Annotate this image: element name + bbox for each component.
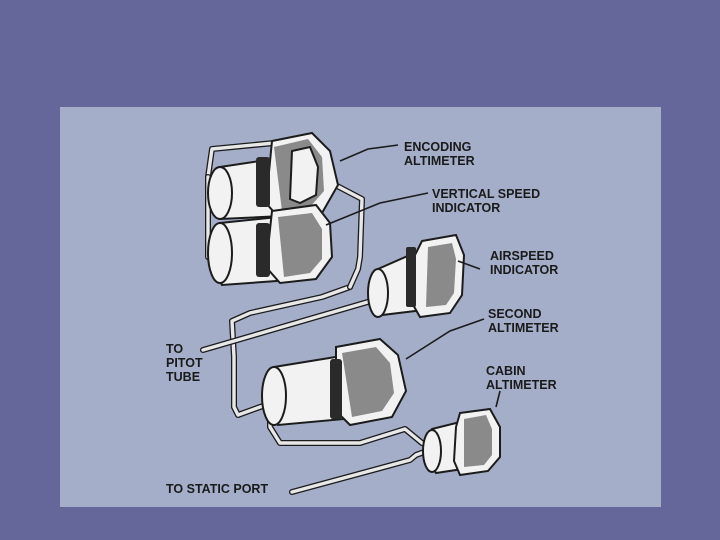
label-line: VERTICAL SPEED xyxy=(432,187,540,201)
label-line: ALTIMETER xyxy=(486,378,557,392)
label-line: SECOND xyxy=(488,307,541,321)
second-altimeter xyxy=(262,339,406,425)
label-line: INDICATOR xyxy=(490,263,558,277)
label-line: AIRSPEED xyxy=(490,249,554,263)
label-line: ALTIMETER xyxy=(404,154,475,168)
label-line: ENCODING xyxy=(404,140,471,154)
leader-second-altimeter xyxy=(406,319,484,359)
label-line: TO STATIC PORT xyxy=(166,482,268,496)
label-line: ALTIMETER xyxy=(488,321,559,335)
label-line: PITOT xyxy=(166,356,203,370)
leader-vertical-speed-indicator xyxy=(326,193,428,225)
label-line: CABIN xyxy=(486,364,526,378)
leader-cabin-altimeter xyxy=(496,391,500,407)
label-to-pitot-tube: TO PITOT TUBE xyxy=(166,342,203,384)
label-second-altimeter: SECOND ALTIMETER xyxy=(488,307,559,335)
label-line: TO xyxy=(166,342,183,356)
airspeed-indicator xyxy=(368,235,464,317)
label-airspeed-indicator: AIRSPEED INDICATOR xyxy=(490,249,558,277)
label-encoding-altimeter: ENCODING ALTIMETER xyxy=(404,140,475,168)
label-to-static-port: TO STATIC PORT xyxy=(166,482,268,496)
pitot-static-diagram: ENCODING ALTIMETER VERTICAL SPEED INDICA… xyxy=(60,107,661,507)
diagram-canvas: ENCODING ALTIMETER VERTICAL SPEED INDICA… xyxy=(60,107,661,507)
label-cabin-altimeter: CABIN ALTIMETER xyxy=(486,364,557,392)
label-line: TUBE xyxy=(166,370,200,384)
leader-encoding-altimeter xyxy=(340,145,398,161)
label-vertical-speed-indicator: VERTICAL SPEED INDICATOR xyxy=(432,187,540,215)
cabin-altimeter xyxy=(423,409,500,475)
label-line: INDICATOR xyxy=(432,201,500,215)
